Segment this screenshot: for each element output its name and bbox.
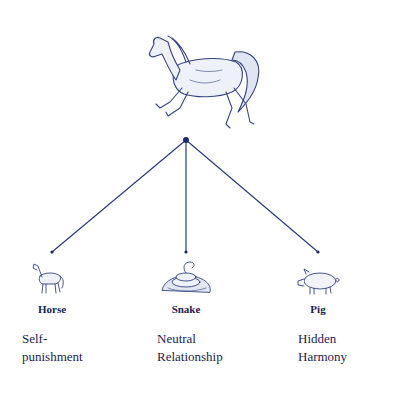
horse-illustration: [149, 36, 258, 128]
branch-line: [186, 140, 318, 252]
snake-coil: [176, 273, 196, 281]
end-dot: [316, 250, 319, 253]
branch-dot: [183, 137, 189, 143]
meaning-text: Self-punishment: [22, 330, 100, 366]
horse-hind-legs: [226, 88, 254, 128]
horse-body: [173, 59, 242, 97]
horse-shading: [190, 70, 222, 83]
horse-head: [149, 37, 180, 80]
branch-line: [185, 140, 186, 252]
branch-lines: [52, 140, 318, 252]
animal-name: Pig: [283, 300, 353, 318]
snake-head: [184, 262, 194, 273]
pig-snout: [298, 279, 304, 286]
small-horse-legs: [42, 276, 63, 293]
horse-front-legs: [156, 88, 188, 116]
branch-line: [52, 140, 186, 252]
meaning-text: Hidden Harmony: [298, 330, 378, 366]
rock-shading: [168, 288, 206, 291]
pig-ear: [304, 269, 309, 274]
pig-legs: [310, 279, 339, 294]
horse-mane: [168, 36, 190, 64]
end-dot: [50, 250, 53, 253]
pig-body: [304, 273, 336, 289]
small-horse-illustration: [33, 264, 63, 293]
animal-name: Snake: [151, 300, 221, 318]
end-dot: [184, 250, 187, 253]
snake-illustration: [162, 262, 210, 292]
small-horse-head: [33, 264, 42, 277]
small-horse-body: [39, 273, 60, 284]
meaning-text: Neutral Relationship: [157, 330, 247, 366]
pig-illustration: [298, 269, 339, 294]
animal-name: Horse: [17, 300, 87, 318]
